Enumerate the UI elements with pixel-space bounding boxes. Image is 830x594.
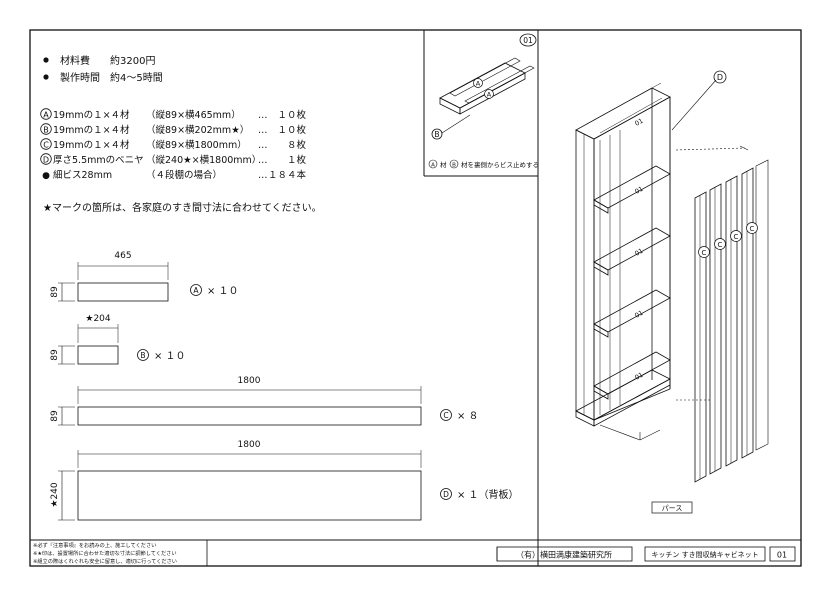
iso-label-c4: C (750, 225, 755, 233)
sheet-frame (29, 29, 802, 567)
material-qty: １８４本 (268, 169, 307, 181)
material-qty: １枚 (287, 154, 307, 166)
isometric-labels: D C C C C 01 01 01 01 01 パース (633, 73, 754, 513)
cabinet-drawing (575, 82, 671, 441)
part-d-height: ★240 (50, 482, 60, 508)
part-b-drawing (58, 324, 149, 365)
part-a-count: × １０ (207, 286, 239, 297)
material-row-b: B 19mmの１×４材 （縦89×横202mm★） … １０枚 (40, 123, 306, 136)
material-name: 細ビス28mm (53, 169, 112, 181)
part-d-count: × １（背板） (457, 488, 519, 501)
part-c-drawing (58, 386, 452, 426)
material-row-screws: ● 細ビス28mm （４段棚の場合） … １８４本 (42, 169, 306, 181)
note-text: ★マークの箇所は、各家庭のすき間寸法に合わせてください。 (43, 201, 322, 214)
part-labels: 465 89 A × １０ ★204 89 B × １０ 1800 89 C ×… (50, 251, 519, 508)
material-qty: ８枚 (287, 139, 307, 151)
material-size: （縦240★×横1800mm） (146, 154, 261, 166)
material-dots: … (258, 170, 268, 181)
material-row-a: A 19mmの１×４材 （縦89×横465mm） … １０枚 (40, 108, 306, 121)
part-b-width: ★204 (85, 314, 111, 324)
material-row-c: C 19mmの１×４材 （縦89×横1800mm） … ８枚 (40, 138, 307, 151)
part-a-height: 89 (50, 286, 60, 298)
material-mark: A (43, 110, 49, 119)
part-drawings (58, 262, 452, 521)
caption-mark-a: A (431, 162, 435, 168)
shelf-number-2: 01 (633, 247, 644, 258)
iso-label-d: D (717, 73, 723, 82)
isometric-view (575, 70, 769, 514)
warning-line-3: ※組立の際はくれぐれも安全に留意し、適切に行ってください (33, 557, 177, 565)
leader-lines (671, 79, 749, 401)
detail-label-a1: A (476, 80, 481, 88)
warning-line-1: ※必ず『注意事項』をお読みの上、施工してください (33, 541, 156, 549)
material-size: （縦89×横1800mm） (146, 139, 247, 151)
part-b-count: × １０ (154, 351, 186, 362)
material-name: 19mmの１×４材 (53, 109, 130, 121)
caption-rest: 材を裏側からビス止めする (461, 160, 539, 169)
material-qty: １０枚 (277, 109, 306, 121)
iso-label-c1: C (702, 249, 707, 257)
part-d-mark: D (443, 490, 449, 499)
detail-label-a2: A (487, 91, 492, 99)
material-qty: １０枚 (277, 124, 306, 136)
material-mark: C (43, 140, 49, 149)
part-c-count: × ８ (457, 411, 479, 422)
title-block: ※必ず『注意事項』をお読みの上、施工してください ※★印は、設置場所に合わせた適… (33, 540, 796, 566)
shelf-number-4: 01 (633, 371, 644, 382)
part-b-height: 89 (50, 349, 60, 361)
part-c-width: 1800 (238, 376, 261, 386)
material-dots: … (258, 155, 268, 166)
caption-mid: 材 (440, 160, 447, 169)
part-a-drawing (58, 262, 202, 302)
header-info: 材料費 約3200円 製作時間 約4～5時間 (43, 54, 163, 84)
cost-value: 約3200円 (110, 54, 155, 67)
detail-page-badge: 01 (523, 36, 533, 45)
material-name: 厚さ5.5mmのベニヤ (53, 155, 144, 166)
material-size: （４段棚の場合） (146, 169, 222, 181)
iso-label-c2: C (718, 241, 723, 249)
part-c-mark: C (443, 411, 448, 420)
material-name: 19mmの１×４材 (53, 139, 130, 151)
shelf-number-3: 01 (633, 309, 644, 320)
company-name: （有）横田満康建築研究所 (516, 550, 612, 560)
time-value: 約4～5時間 (110, 71, 163, 84)
material-size: （縦89×横202mm★） (146, 124, 249, 136)
loose-boards-c (694, 159, 769, 483)
material-name: 19mmの１×４材 (53, 124, 130, 136)
material-mark: B (43, 125, 49, 134)
shelf-number-top: 01 (633, 117, 644, 128)
iso-label-c3: C (734, 233, 739, 241)
materials-list: A 19mmの１×４材 （縦89×横465mm） … １０枚 B 19mmの１×… (40, 108, 307, 181)
material-dots: … (258, 110, 268, 121)
view-label: パース (662, 505, 683, 513)
warning-line-2: ※★印は、設置場所に合わせた適切な寸法に調節してください (33, 549, 177, 557)
part-d-width: 1800 (238, 440, 261, 450)
drawing-title: キッチン すき間収納キャビネット (651, 550, 758, 559)
cost-label: 材料費 (60, 54, 90, 67)
part-c-height: 89 (50, 410, 60, 422)
time-label: 製作時間 (60, 71, 100, 84)
material-mark: D (43, 155, 49, 164)
detail-view: 01 A A B A 材 B 材を裏側からビス止めする (428, 33, 539, 169)
material-mark: ● (42, 171, 50, 181)
material-dots: … (258, 140, 268, 151)
part-a-mark: A (193, 286, 199, 295)
material-row-d: D 厚さ5.5mmのベニヤ （縦240★×横1800mm） … １枚 (40, 153, 307, 166)
page-number: 01 (777, 551, 787, 560)
caption-mark-b: B (452, 162, 456, 168)
material-size: （縦89×横465mm） (146, 109, 241, 121)
part-a-width: 465 (114, 251, 131, 261)
material-dots: … (258, 125, 268, 136)
detail-label-b: B (434, 130, 439, 139)
part-b-mark: B (140, 351, 145, 360)
part-d-drawing (58, 450, 452, 521)
shelf-number-1: 01 (633, 185, 644, 196)
